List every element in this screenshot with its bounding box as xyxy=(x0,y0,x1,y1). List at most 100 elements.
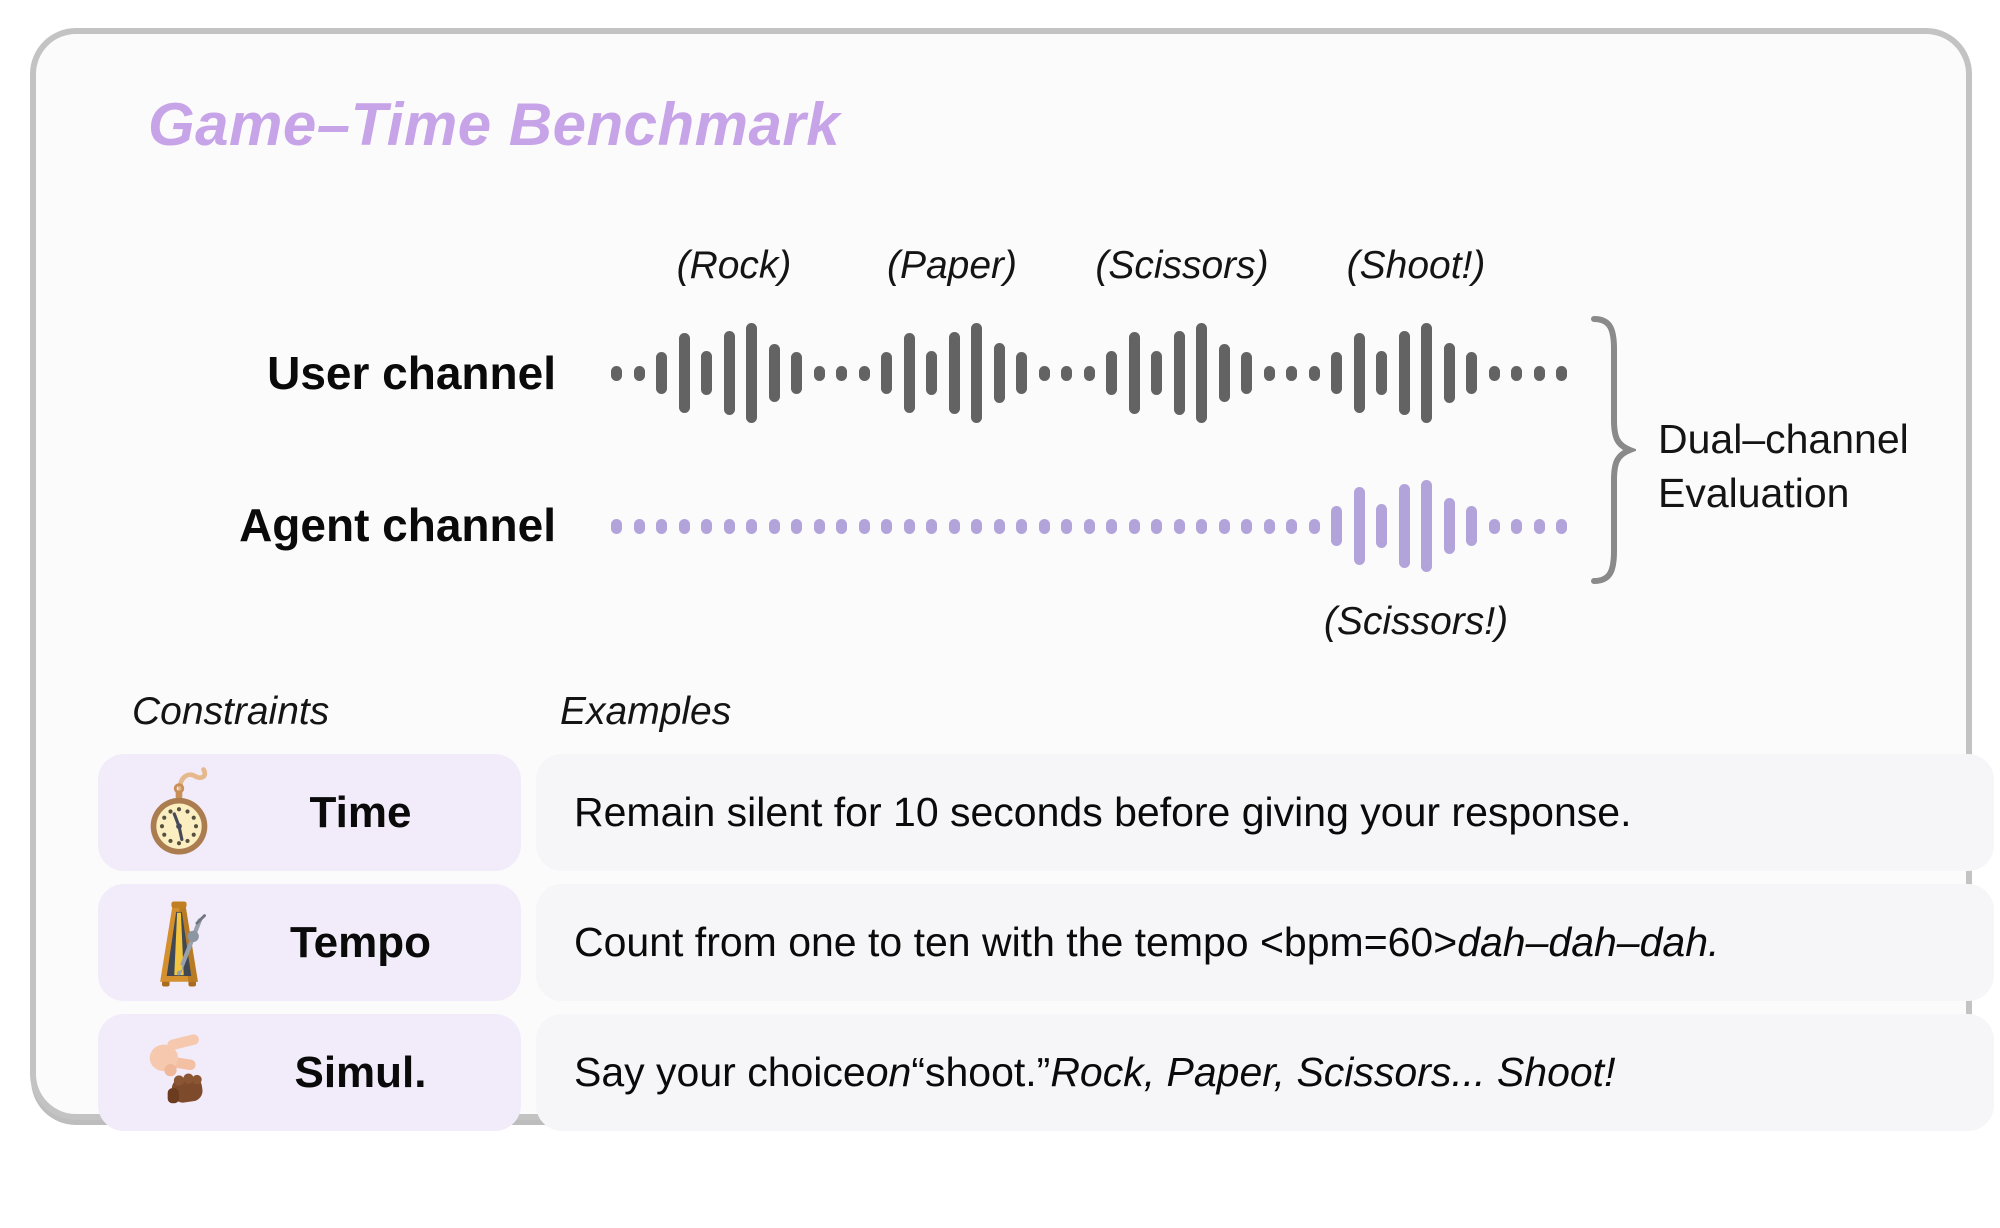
user-channel-label: User channel xyxy=(267,347,556,399)
wave-sample xyxy=(1466,506,1477,546)
evaluation-line: Evaluation xyxy=(1658,470,1850,517)
example-text-segment: Remain silent for 10 seconds before givi… xyxy=(574,789,1632,835)
wave-sample xyxy=(1308,518,1320,534)
figure-card: Game–Time Benchmark (Rock) (Paper) (Scis… xyxy=(30,28,1994,1131)
wave-sample xyxy=(948,518,960,534)
example-text-segment: Count from one to ten with the tempo <bp… xyxy=(574,919,1458,965)
wave-sample xyxy=(1443,343,1455,403)
cue-label-rock: (Rock) xyxy=(676,244,792,287)
wave-sample xyxy=(1241,352,1252,394)
wave-sample xyxy=(1016,352,1027,394)
wave-sample xyxy=(1443,498,1455,554)
example-text-segment: dah–dah–dah. xyxy=(1457,919,1720,965)
wave-sample xyxy=(813,365,825,381)
wave-sample xyxy=(1173,331,1185,415)
agent-response-label: (Scissors!) xyxy=(1323,600,1509,643)
wave-sample xyxy=(611,518,622,534)
wave-sample xyxy=(1331,352,1342,394)
constraint-label: Simul. xyxy=(294,1047,427,1097)
wave-sample xyxy=(1218,518,1230,534)
wave-sample xyxy=(791,352,802,394)
wave-sample xyxy=(993,343,1005,403)
cue-label-scissors: (Scissors) xyxy=(1095,244,1269,287)
wave-sample xyxy=(1016,518,1027,534)
metronome-icon xyxy=(140,895,218,991)
wave-sample xyxy=(656,518,667,534)
cue-label-paper: (Paper) xyxy=(886,244,1018,287)
wave-sample xyxy=(948,332,960,414)
wave-sample xyxy=(1263,518,1275,534)
wave-sample xyxy=(746,518,757,534)
wave-sample xyxy=(836,365,847,381)
wave-sample xyxy=(723,518,735,534)
user-channel-waveform xyxy=(611,321,1567,425)
wave-sample xyxy=(678,333,690,413)
wave-sample xyxy=(701,518,712,534)
constraint-row-tempo: Tempo xyxy=(98,884,521,1001)
dual-channel-line: Dual–channel xyxy=(1658,416,1909,462)
wave-sample xyxy=(1241,518,1252,534)
figure-title: Game–Time Benchmark xyxy=(148,91,841,158)
wave-sample xyxy=(903,518,915,534)
wave-sample xyxy=(1083,365,1095,381)
wave-sample xyxy=(1511,518,1522,534)
wave-sample xyxy=(836,518,847,534)
wave-sample xyxy=(1196,323,1207,423)
constraint-label: Time xyxy=(309,787,412,837)
wave-sample xyxy=(858,365,870,381)
wave-sample xyxy=(1061,365,1072,381)
wave-sample xyxy=(903,333,915,413)
wave-sample xyxy=(1128,332,1140,414)
cue-label-shoot: (Shoot!) xyxy=(1346,244,1486,287)
dual-channel-brace-icon xyxy=(1591,316,1636,584)
dual-channel-evaluation-label: Dual–channel Evaluation xyxy=(1658,412,1909,520)
wave-sample xyxy=(1511,365,1522,381)
wave-sample xyxy=(1061,518,1072,534)
wave-sample xyxy=(768,518,780,534)
wave-sample xyxy=(1556,365,1567,381)
wave-sample xyxy=(1083,518,1095,534)
wave-sample xyxy=(1398,484,1410,568)
wave-sample xyxy=(723,331,735,415)
wave-sample xyxy=(1556,518,1567,534)
examples-column-header: Examples xyxy=(560,690,732,733)
wave-sample xyxy=(1263,365,1275,381)
wave-sample xyxy=(611,365,622,381)
wave-sample xyxy=(1106,518,1117,534)
wave-sample xyxy=(678,518,690,534)
wave-sample xyxy=(1421,323,1432,423)
wave-sample xyxy=(881,352,892,394)
pocket-watch-icon xyxy=(140,765,218,861)
wave-sample xyxy=(1151,351,1162,395)
wave-sample xyxy=(1196,518,1207,534)
wave-sample xyxy=(1331,506,1342,546)
constraints-column-header: Constraints xyxy=(132,690,330,733)
constraint-row-simul: Simul. xyxy=(98,1014,521,1131)
wave-sample xyxy=(701,351,712,395)
wave-sample xyxy=(881,518,892,534)
example-row-tempo: Count from one to ten with the tempo <bp… xyxy=(536,884,1994,1001)
wave-sample xyxy=(1466,352,1477,394)
example-text-segment: “shoot.” xyxy=(911,1049,1051,1095)
wave-sample xyxy=(993,518,1005,534)
example-row-simul: Say your choice on “shoot.” Rock, Paper,… xyxy=(536,1014,1994,1131)
wave-sample xyxy=(1038,365,1050,381)
example-text-segment: Say your choice xyxy=(574,1049,866,1095)
wave-sample xyxy=(791,518,802,534)
wave-sample xyxy=(1376,351,1387,395)
wave-sample xyxy=(633,518,645,534)
wave-sample xyxy=(1533,365,1545,381)
wave-sample xyxy=(1353,487,1365,565)
wave-sample xyxy=(926,518,937,534)
wave-sample xyxy=(1173,518,1185,534)
wave-sample xyxy=(926,351,937,395)
wave-sample xyxy=(1421,480,1432,572)
wave-sample xyxy=(858,518,870,534)
example-text-segment: Rock, Paper, Scissors... Shoot! xyxy=(1050,1049,1616,1095)
example-text-segment: on xyxy=(865,1049,912,1095)
wave-sample xyxy=(1151,518,1162,534)
wave-sample xyxy=(1533,518,1545,534)
constraint-row-time: Time xyxy=(98,754,521,871)
wave-sample xyxy=(1038,518,1050,534)
